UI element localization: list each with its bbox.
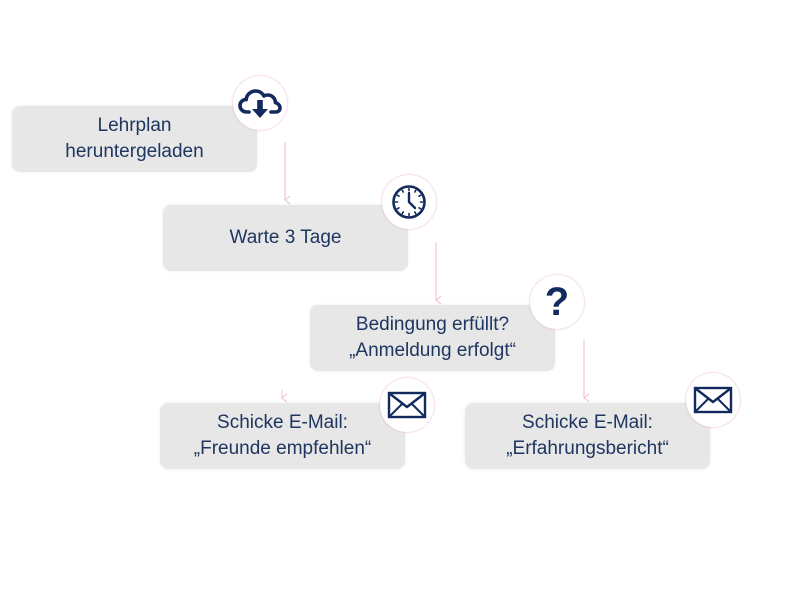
node-email-report-line-2: „Erfahrungsbericht“ bbox=[506, 438, 669, 459]
node-email-friends-line-2: „Freunde empfehlen“ bbox=[193, 438, 372, 459]
node-email-friends-line-1: Schicke E-Mail: bbox=[217, 412, 348, 433]
node-downloaded-line-2: heruntergeladen bbox=[65, 141, 204, 162]
envelope-icon bbox=[686, 373, 740, 427]
clock-icon bbox=[382, 175, 436, 229]
node-condition-line-2: „Anmeldung erfolgt“ bbox=[349, 340, 516, 361]
node-condition: Bedingung erfüllt? „Anmeldung erfolgt“ bbox=[310, 305, 555, 371]
node-email-report-line-1: Schicke E-Mail: bbox=[522, 412, 653, 433]
cloud-download-icon bbox=[233, 76, 287, 130]
node-wait: Warte 3 Tage bbox=[163, 205, 408, 271]
node-condition-line-1: Bedingung erfüllt? bbox=[355, 314, 510, 335]
node-email-friends: Schicke E-Mail: „Freunde empfehlen“ bbox=[160, 403, 405, 469]
question-mark-glyph: ? bbox=[544, 280, 570, 324]
question-mark-icon: ? bbox=[530, 275, 584, 329]
node-downloaded-line-1: Lehrplan bbox=[97, 115, 172, 136]
node-downloaded: Lehrplan heruntergeladen bbox=[12, 106, 257, 172]
envelope-icon bbox=[380, 378, 434, 432]
node-email-report: Schicke E-Mail: „Erfahrungsbericht“ bbox=[465, 403, 710, 469]
node-wait-label: Warte 3 Tage bbox=[229, 227, 342, 248]
